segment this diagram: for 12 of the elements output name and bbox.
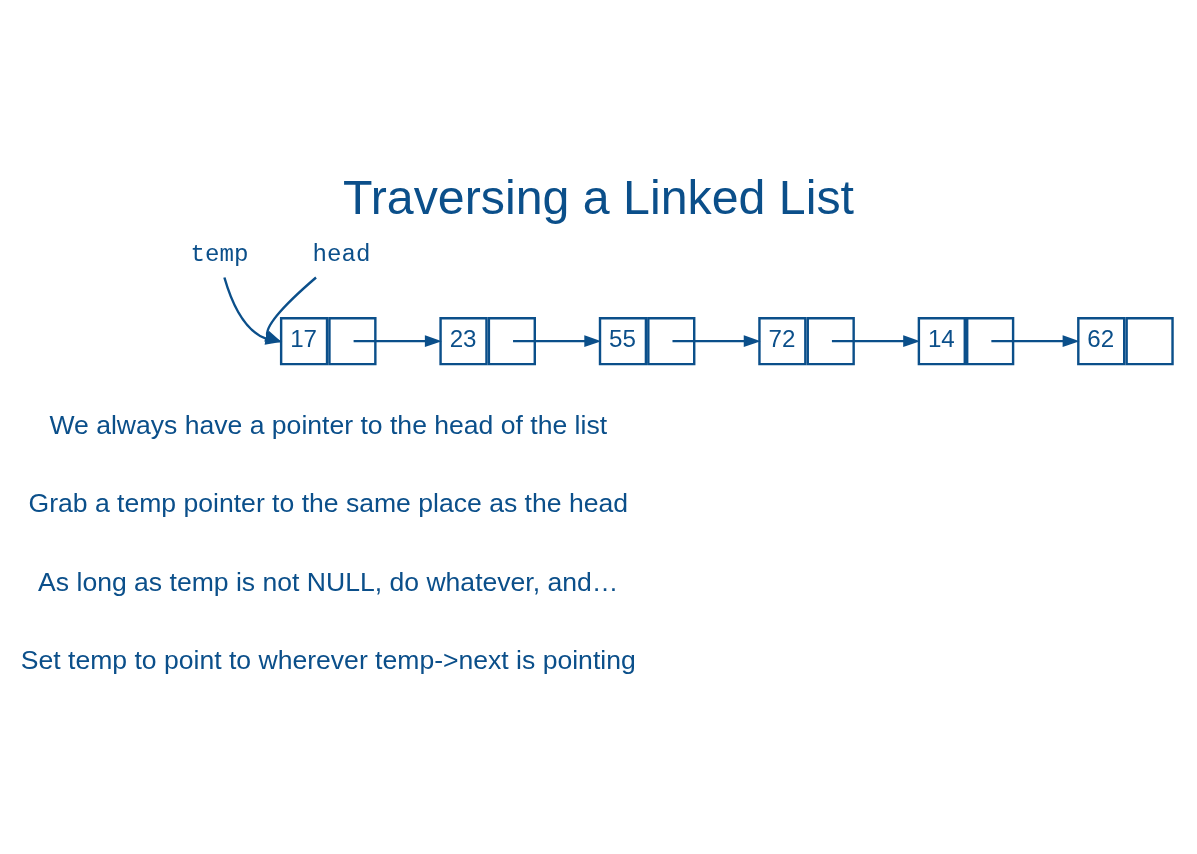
label: Grab a temp pointer to the same place as the head: [28, 487, 628, 518]
arrow: [353, 334, 442, 347]
label: We always have a pointer to the head of the list: [49, 409, 608, 440]
arrow: [831, 334, 921, 347]
diagram-title: Traversing a Linked List: [343, 169, 854, 224]
node-text: temp: [190, 240, 249, 268]
label: Set temp to point to wherever temp->next is pointing: [20, 644, 636, 675]
node-text: head: [312, 240, 371, 268]
label: As long as temp is not NULL, do whatever, and…: [38, 566, 619, 597]
arrow: [991, 334, 1080, 347]
arrow: [672, 334, 761, 347]
arrow: [513, 334, 602, 347]
